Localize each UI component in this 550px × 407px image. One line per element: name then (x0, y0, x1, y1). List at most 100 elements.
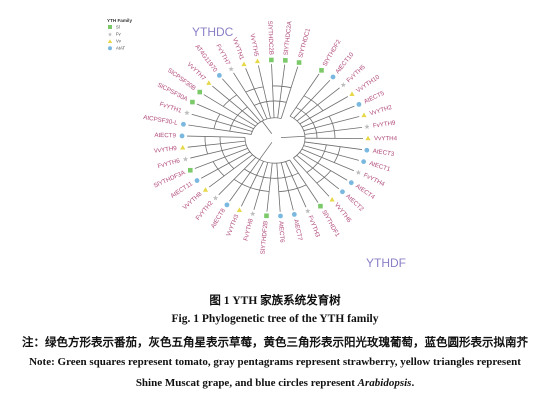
tree-branch (276, 163, 281, 212)
tree-leaf-label: VvYTH1 (231, 37, 245, 62)
arabidopsis-circle-icon (340, 189, 345, 195)
figure-caption-chinese: 图 1 YTH 家族系统发育树 (209, 295, 341, 307)
note-english-line1: Note: Green squares represent tomato, gr… (29, 356, 521, 368)
tree-branch (289, 159, 319, 203)
grape-triangle-icon (206, 80, 212, 85)
legend: YTH Family Sl Fv Vv AtAT (107, 18, 132, 51)
tree-leaf-label: AtECT7 (292, 219, 303, 242)
group-label-ythdf: YTHDF (366, 256, 406, 270)
tree-leaf-label: FvYTH2 (195, 199, 215, 221)
tree-branch (266, 163, 273, 212)
tree-branch (280, 162, 294, 211)
tree-leaf-label: AtECT5 (363, 90, 386, 106)
tree-branch (218, 157, 257, 196)
phylogenetic-tree: SlYTHDF2AtECT10FvYTH5VvYTH10AtECT5VvYTH2… (107, 18, 406, 270)
tree-branch (191, 113, 253, 132)
tree-leaf-label: VvYTH8 (182, 190, 204, 211)
tree-branch (222, 78, 261, 123)
tree-leaf-label: FvYTH6 (157, 157, 181, 170)
tree-clade-arc (245, 86, 264, 93)
tree-clade-arc (212, 161, 225, 177)
tree-leaf-label: AtCPSF30-L (143, 114, 179, 127)
tree-leaf-label: AtECT1 (368, 160, 391, 173)
tree-leaf-label: VvYTH5 (248, 33, 259, 57)
tree-branch (253, 162, 269, 210)
strawberry-star-icon (364, 123, 370, 130)
tree-leaf-label: FvYTH9 (372, 119, 396, 129)
tree-clade-arc (213, 113, 221, 129)
strawberry-star-icon (250, 211, 256, 217)
tree-branch (188, 124, 252, 135)
tree-branch (208, 154, 253, 188)
grape-triangle-icon (329, 196, 335, 202)
tree-leaf-label: VvYTH4 (374, 135, 398, 142)
arabidopsis-circle-icon (356, 101, 362, 107)
tree-branch (212, 85, 259, 125)
tree-clade-arc (272, 85, 292, 89)
tree-branch (303, 145, 359, 161)
tree-leaf-label: AtECT8 (210, 207, 227, 230)
tree-leaf-label: FvYTH7 (214, 43, 231, 67)
arabidopsis-circle-icon (361, 159, 367, 165)
tree-leaf-label: VvYTH3 (225, 213, 240, 237)
tree-branch (196, 103, 254, 130)
tomato-square-icon (197, 89, 203, 95)
tree-leaf-label: FvYTH4 (362, 172, 386, 189)
tree-clade-arc (278, 184, 307, 193)
strawberry-star-icon (212, 195, 219, 201)
note-english-line2-suffix: . (411, 377, 415, 389)
grape-triangle-icon (202, 187, 209, 192)
tree-leaf-label: AtECT3 (372, 148, 395, 158)
legend-title: YTH Family (107, 18, 132, 23)
note-english-line2-prefix: Shine Muscat grape, and blue circles rep… (135, 377, 358, 389)
strawberry-star-icon (305, 208, 311, 214)
arabidopsis-circle-icon (224, 202, 230, 208)
tree-branch (258, 65, 271, 119)
tree-branch (299, 152, 348, 181)
tomato-square-icon (319, 68, 324, 73)
grape-triangle-icon (180, 144, 186, 150)
tree-leaf-label: SlYTHDC2A (283, 20, 294, 56)
tree-branch (245, 68, 268, 120)
tomato-square-icon (283, 58, 288, 63)
strawberry-star-icon (340, 82, 346, 88)
figure-caption-english: Fig. 1 Phylogenetic tree of the YTH fami… (171, 313, 379, 325)
arabidopsis-circle-icon (181, 121, 186, 127)
tree-branch (293, 157, 330, 197)
tree-root-branch (280, 135, 305, 139)
tree-leaf-label: AtECT4 (354, 183, 376, 201)
strawberry-star-icon (228, 66, 234, 72)
tree-clade-arc (303, 95, 324, 111)
legend-star-icon (107, 32, 113, 37)
tomato-square-icon (264, 213, 269, 219)
tree-leaf-label: VvYTH6 (333, 202, 353, 225)
arabidopsis-circle-icon (348, 180, 354, 186)
tree-clade-arc (306, 144, 327, 173)
strawberry-star-icon (355, 169, 362, 175)
tree-leaf-label: FvYTH5 (345, 63, 367, 84)
tree-clade-arc (219, 136, 235, 169)
tree-branch (271, 64, 275, 118)
tomato-square-icon (318, 203, 323, 209)
legend-square-icon (108, 25, 112, 29)
tomato-square-icon (190, 99, 195, 105)
tree-clade-arc (204, 136, 209, 155)
tree-clade-arc (316, 170, 332, 184)
tree-clade-arc (229, 106, 248, 132)
tree-leaf-label: SlYTHDF2B (260, 221, 270, 255)
tree-clade-arc (233, 179, 270, 192)
tree-branch (190, 144, 247, 159)
tree-clade-arc (254, 100, 287, 106)
legend-label-atat: AtAT (116, 46, 125, 51)
tree-clade-arc (244, 137, 290, 164)
tree-branch (194, 148, 248, 169)
tomato-square-icon (269, 57, 274, 63)
tree-leaf-label: FvYTH1 (159, 101, 183, 115)
tree-leaf-label: SlYTHDF1 (320, 209, 341, 239)
tree-clade-arc (244, 168, 299, 179)
tree-leaf-label: AtECT2 (344, 193, 365, 213)
grape-triangle-icon (254, 58, 261, 64)
tree-branch (187, 135, 246, 138)
legend-label-sl: Sl (116, 25, 120, 30)
